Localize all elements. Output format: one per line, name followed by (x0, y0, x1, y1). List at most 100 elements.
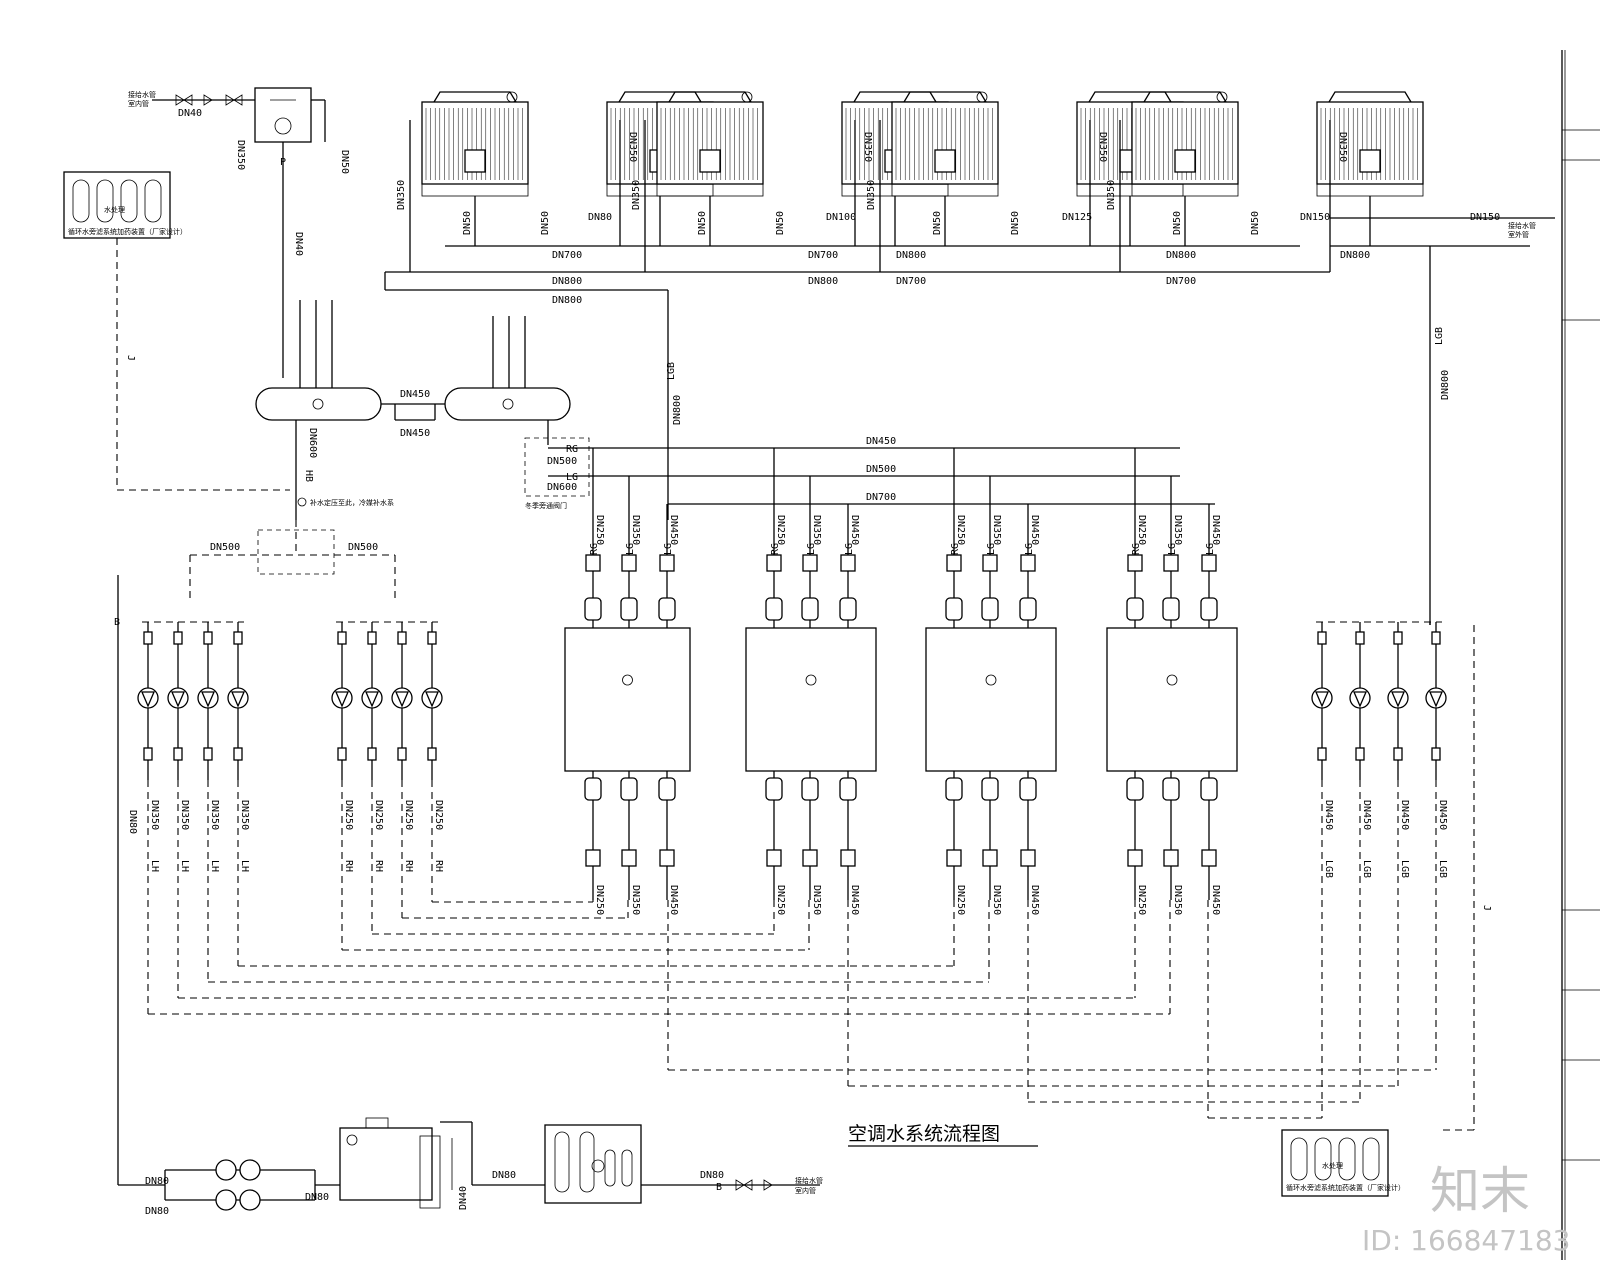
label-dn40-pipe: DN40 (293, 232, 304, 256)
label-pump-size: DN250 (403, 800, 414, 830)
chiller-valve (840, 554, 856, 572)
cooling-tower (1131, 91, 1239, 246)
label-pump-code: LH (149, 860, 160, 872)
label-pump-code: LGB (1437, 860, 1448, 878)
chiller-valve (1163, 849, 1179, 867)
label-chiller-code: RG (770, 543, 781, 555)
label-lgb-right: LGB (1434, 327, 1445, 345)
tower-tag (506, 91, 518, 103)
tower-basin (1076, 183, 1184, 197)
chiller-tag (985, 674, 997, 686)
label-chiller-code: LG (986, 543, 997, 555)
label-dn50-tower: DN50 (1010, 211, 1021, 235)
chiller-flex (620, 777, 638, 801)
label-dn80-b5: DN80 (700, 1170, 724, 1181)
chiller-valve (766, 849, 782, 867)
pump-valve (1317, 747, 1327, 761)
label-dn125: DN125 (1062, 212, 1092, 223)
chiller-body (925, 627, 1057, 772)
chiller-flex (839, 777, 857, 801)
chiller-valve (946, 849, 962, 867)
chiller-tag (622, 674, 633, 686)
label-dn80-top: DN80 (588, 212, 612, 223)
label-dn500-bp: DN500 (547, 456, 577, 467)
label-chiller-code: LG (1167, 543, 1178, 555)
label-pump-size: DN350 (179, 800, 190, 830)
chillers: DN250RGDN250DN350LGDN350DN450LGDN450DN25… (564, 448, 1238, 915)
label-dn700-c: DN700 (896, 276, 926, 287)
label-dn50-tower: DN50 (697, 211, 708, 235)
pump-arrow (1353, 691, 1367, 708)
label-dn800-b: DN800 (552, 295, 582, 306)
pump-arrow (425, 691, 439, 708)
label-chiller-code: LG (1024, 543, 1035, 555)
label-chiller-size: DN350 (1172, 885, 1183, 915)
label-dn50-tower: DN50 (540, 211, 551, 235)
tower-basin (656, 183, 764, 197)
chiller-flex (1019, 777, 1037, 801)
cooling-water-headers: DN700 DN800 DN800 DN700 DN800 DN800 DN70… (384, 212, 1555, 625)
label-dn800-mid: DN800 (672, 395, 683, 425)
chiller-valve (982, 849, 998, 867)
tower-basin (421, 183, 529, 197)
tower-fan-deck (1328, 91, 1412, 103)
label-dn50-tower: DN50 (462, 211, 473, 235)
chiller-valve (1020, 849, 1036, 867)
chiller-valve (946, 554, 962, 572)
pump-valve (1393, 631, 1403, 645)
label-dn800-right: DN800 (1440, 370, 1451, 400)
label-dn50-tower: DN50 (1172, 211, 1183, 235)
tower-fan-deck (668, 91, 752, 103)
tower-basin (1131, 183, 1239, 197)
label-pump-code: LGB (1399, 860, 1410, 878)
label-dn800-e: DN800 (1166, 250, 1196, 261)
label-pump-size: DN250 (433, 800, 444, 830)
pump-arrow (1429, 691, 1443, 708)
chiller-flex (658, 777, 676, 801)
tower-access-door (699, 149, 721, 173)
label-b-bottom: B (716, 1182, 722, 1193)
pump-valve (143, 747, 153, 761)
pump-arrow (395, 691, 409, 708)
label-dn500-main: DN500 (866, 464, 896, 475)
label-chiller-code: LG (844, 543, 855, 555)
tower-fan-deck (618, 91, 702, 103)
label-dn350-tower: DN350 (631, 180, 642, 210)
softened-water-tank (339, 1127, 433, 1201)
watermark-logo: 知末 (1430, 1162, 1530, 1220)
label-dn350-tower: DN350 (866, 180, 877, 210)
pump-valve (233, 631, 243, 645)
chiller-flex (801, 597, 819, 621)
bottom-water-source: 接给水管 (795, 1176, 823, 1185)
tower-access-door (934, 149, 956, 173)
chiller-valve (1127, 849, 1143, 867)
label-dn50-tower: DN50 (775, 211, 786, 235)
label-chiller-size: DN450 (668, 515, 679, 545)
label-dn800-d: DN800 (896, 250, 926, 261)
chiller-valve (585, 554, 601, 572)
label-dn350-tower: DN350 (1106, 180, 1117, 210)
label-pump-code: LH (179, 860, 190, 872)
pump-valve (337, 631, 347, 645)
tower-basin (606, 183, 714, 197)
label-chiller-size: DN450 (1210, 515, 1221, 545)
label-lgb-mid: LGB (666, 362, 677, 380)
dosing-right-note: 循环水旁滤系统加药装置（厂家设计） (1286, 1183, 1405, 1192)
tower-access-door (1174, 149, 1196, 173)
label-chiller-size: DN450 (849, 515, 860, 545)
chiller-flex (1162, 777, 1180, 801)
title-block (1561, 50, 1600, 1260)
label-chiller-size: DN250 (594, 885, 605, 915)
label-p: P (280, 157, 286, 168)
tower-fan-deck (1143, 91, 1227, 103)
chiller-valve (659, 849, 675, 867)
chiller-body (564, 627, 691, 772)
label-dn100: DN100 (826, 212, 856, 223)
pump-valve (203, 747, 213, 761)
label-pump-code: LH (239, 860, 250, 872)
label-lhb: HB (303, 470, 314, 482)
